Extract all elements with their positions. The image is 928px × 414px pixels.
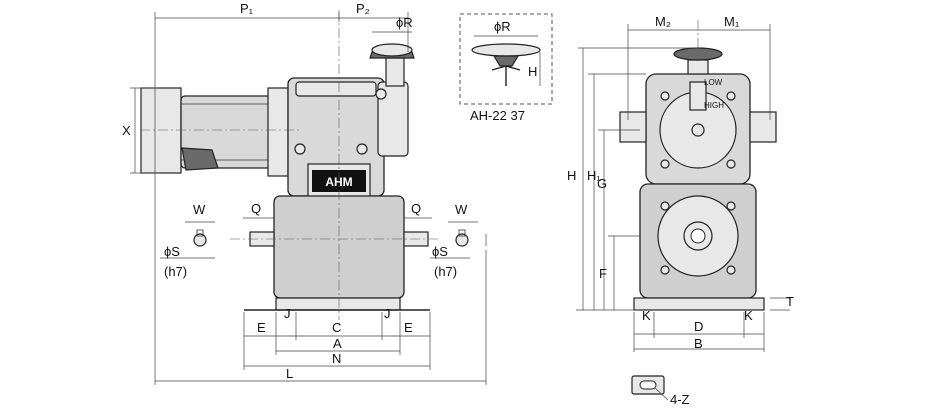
dim-p2: P₂ [356, 1, 370, 16]
dim-p1: P₁ [240, 1, 254, 16]
dim-a: A [333, 336, 342, 351]
side-view: AHM [140, 10, 469, 320]
inset-h: H [528, 64, 537, 79]
inset-knob [471, 43, 541, 57]
dim-h7-left: (h7) [164, 264, 187, 279]
dim-h: H [567, 168, 576, 183]
dim-g: G [597, 176, 607, 191]
dim-w-left: W [193, 202, 206, 217]
knob-stem [385, 57, 405, 87]
dim-e-right: E [404, 320, 413, 335]
dim-c: C [332, 320, 341, 335]
dim-q-left: Q [251, 201, 261, 216]
dim-t: T [786, 294, 794, 309]
dim-phi-r: ϕR [396, 15, 413, 30]
knob-high: HIGH [704, 101, 724, 110]
dim-n: N [332, 351, 341, 366]
dim-w-right: W [455, 202, 468, 217]
dim-f: F [599, 266, 607, 281]
dim-j-right: J [384, 306, 391, 321]
dim-h7-right: (h7) [434, 264, 457, 279]
inset-frame [459, 13, 553, 105]
shaft-end-right [455, 233, 469, 247]
front-shift-knob [673, 47, 723, 61]
dim-k-left: K [642, 308, 651, 323]
right-lug [749, 111, 777, 143]
base-plate [275, 297, 401, 311]
dim-phi-s-right: ϕS [432, 244, 448, 259]
dim-q-right: Q [411, 201, 421, 216]
shaft-end-left [193, 233, 207, 247]
front-view: LOW HIGH [619, 20, 777, 311]
left-lug [619, 111, 647, 143]
terminal-box [181, 147, 219, 171]
dim-l: L [286, 366, 293, 381]
side-dimensions: P₁ P₂ ϕR X W W Q Q ϕS (h7) ϕS (h7) E J C [122, 1, 487, 385]
inset-caption: AH-22 37 [470, 108, 525, 123]
dim-k-right: K [744, 308, 753, 323]
dim-e-left: E [257, 320, 266, 335]
dim-h1: H₁ [587, 168, 601, 183]
front-base [633, 297, 765, 311]
dim-x: X [122, 123, 131, 138]
dim-b: B [694, 336, 703, 351]
dim-m1: M₁ [724, 14, 740, 29]
dim-m2: M₂ [655, 14, 671, 29]
dim-d: D [694, 319, 703, 334]
slot-label: 4-Z [670, 392, 690, 407]
motor-flange [267, 87, 289, 177]
inset-phi-r: ϕR [494, 19, 511, 34]
knob-low: LOW [704, 78, 723, 87]
motor-end-cap [140, 87, 182, 174]
knob-inset: ϕR H AH-22 37 [459, 13, 553, 123]
front-dimensions: M₂ M₁ H H₁ G F T K D K B 4-Z [567, 14, 794, 407]
dim-j-left: J [284, 306, 291, 321]
dim-phi-s-left: ϕS [164, 244, 180, 259]
